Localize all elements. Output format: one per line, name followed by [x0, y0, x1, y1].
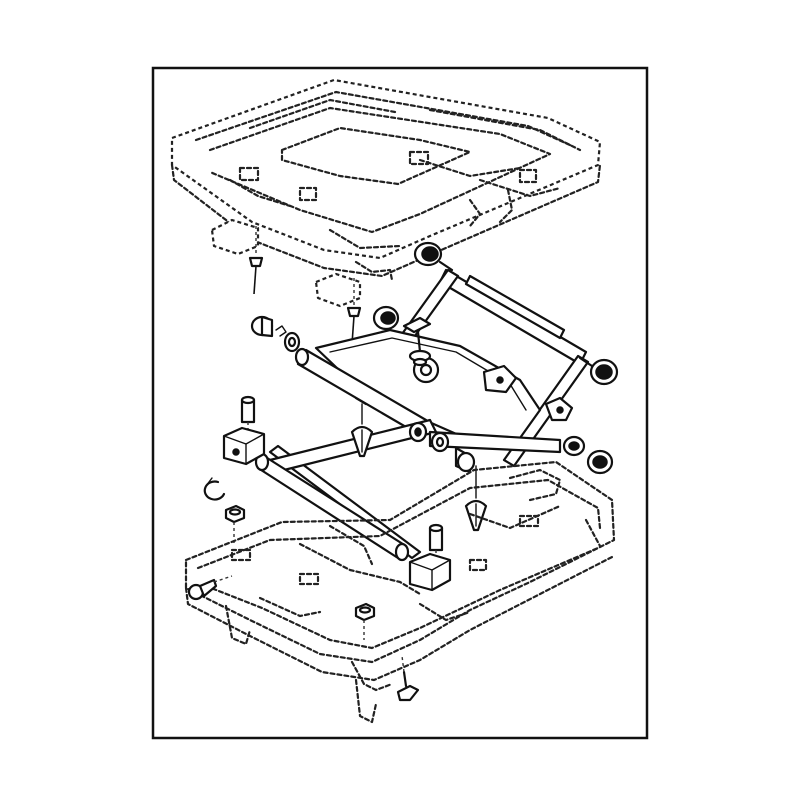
- diagram-frame: [151, 66, 649, 740]
- upper-mount-brackets-ghost: [210, 218, 362, 308]
- rivet-left: [248, 226, 264, 295]
- nut-right: [354, 602, 376, 640]
- cone-stop-left: [350, 403, 374, 458]
- bolt-lower-left: [187, 575, 233, 601]
- bushing-center: [408, 421, 476, 474]
- nut-left: [224, 504, 246, 544]
- roller-mid-right: [586, 449, 614, 475]
- roller-top-left: [413, 241, 454, 272]
- lower-base-frame-ghost: [184, 460, 616, 724]
- pivot-screw: [402, 316, 432, 367]
- circlip: [203, 477, 226, 501]
- upper-seat-frame-ghost: [170, 78, 602, 282]
- slide-block-right: [408, 523, 452, 592]
- roller-mid-left: [372, 305, 400, 331]
- lower-cross-tube: [254, 452, 410, 562]
- roller-top-right: [578, 356, 619, 386]
- bushing-left: [250, 315, 301, 353]
- slide-block-left: [222, 395, 266, 466]
- bolt-lower-center: [396, 655, 420, 702]
- cone-stop-right: [464, 465, 488, 532]
- roller-right-lower: [562, 435, 586, 457]
